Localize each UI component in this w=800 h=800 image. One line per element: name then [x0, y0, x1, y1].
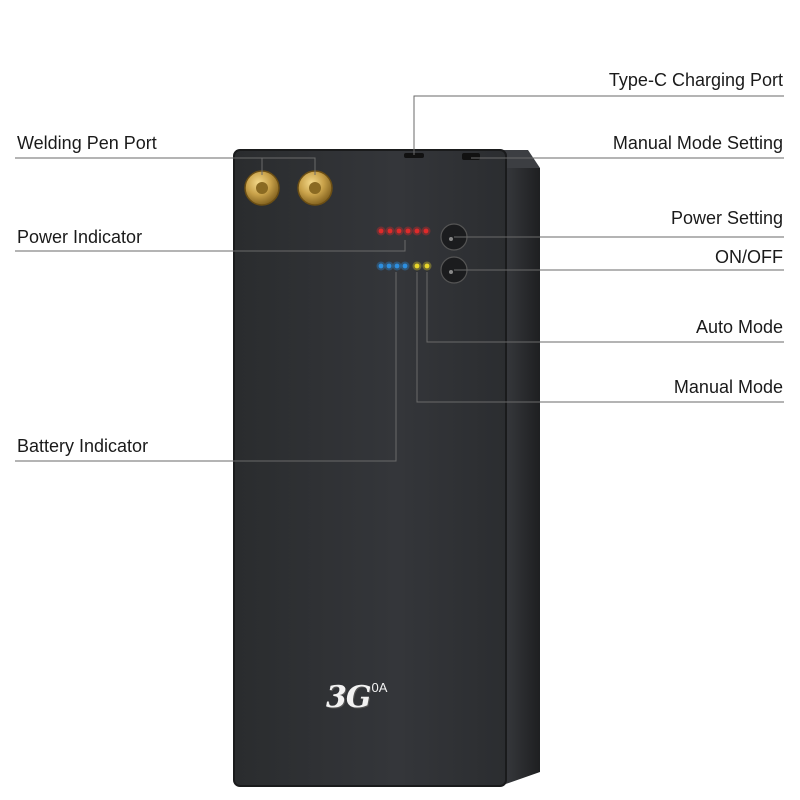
leader-welding-pen	[15, 157, 316, 175]
battery-indicator-led	[394, 263, 400, 269]
label-power-setting: Power Setting	[670, 208, 783, 228]
power-indicator-led	[405, 228, 411, 234]
leader-lines	[15, 95, 784, 462]
brand-logo: 3G0A	[326, 680, 387, 715]
logo-main-text: 3G	[326, 680, 371, 715]
battery-indicator-leds	[376, 261, 410, 271]
leader-auto-mode	[426, 272, 784, 343]
leader-manual-mode	[416, 272, 784, 403]
label-welding-pen-port: Welding Pen Port	[17, 133, 157, 153]
auto-mode-led	[424, 263, 430, 269]
leader-battery-indicator	[15, 272, 397, 462]
leader-power-indicator	[15, 240, 406, 252]
battery-indicator-led	[386, 263, 392, 269]
label-power-indicator: Power Indicator	[17, 227, 143, 247]
power-indicator-led	[387, 228, 393, 234]
label-on-off: ON/OFF	[715, 247, 783, 267]
logo-sub-text: 0A	[371, 680, 388, 695]
label-auto-mode: Auto Mode	[695, 317, 783, 337]
power-indicator-led	[414, 228, 420, 234]
spot-welder-device	[233, 149, 540, 787]
mode-leds	[412, 261, 432, 271]
power-indicator-leds	[376, 226, 431, 236]
label-battery-indicator: Battery Indicator	[17, 436, 149, 456]
leader-type-c	[413, 95, 784, 155]
manual-mode-led	[414, 263, 420, 269]
label-type-c-charging-port: Type-C Charging Port	[608, 70, 783, 90]
power-indicator-led	[423, 228, 429, 234]
power-indicator-led	[378, 228, 384, 234]
device-front-face	[234, 150, 506, 786]
label-manual-mode-setting: Manual Mode Setting	[612, 133, 783, 153]
device-side-edge	[500, 168, 540, 786]
welding-pen-ports	[244, 170, 333, 206]
label-manual-mode: Manual Mode	[673, 377, 783, 397]
power-indicator-led	[396, 228, 402, 234]
manual-mode-setting-button	[462, 153, 480, 160]
type-c-port	[404, 153, 424, 158]
battery-indicator-led	[402, 263, 408, 269]
battery-indicator-led	[378, 263, 384, 269]
